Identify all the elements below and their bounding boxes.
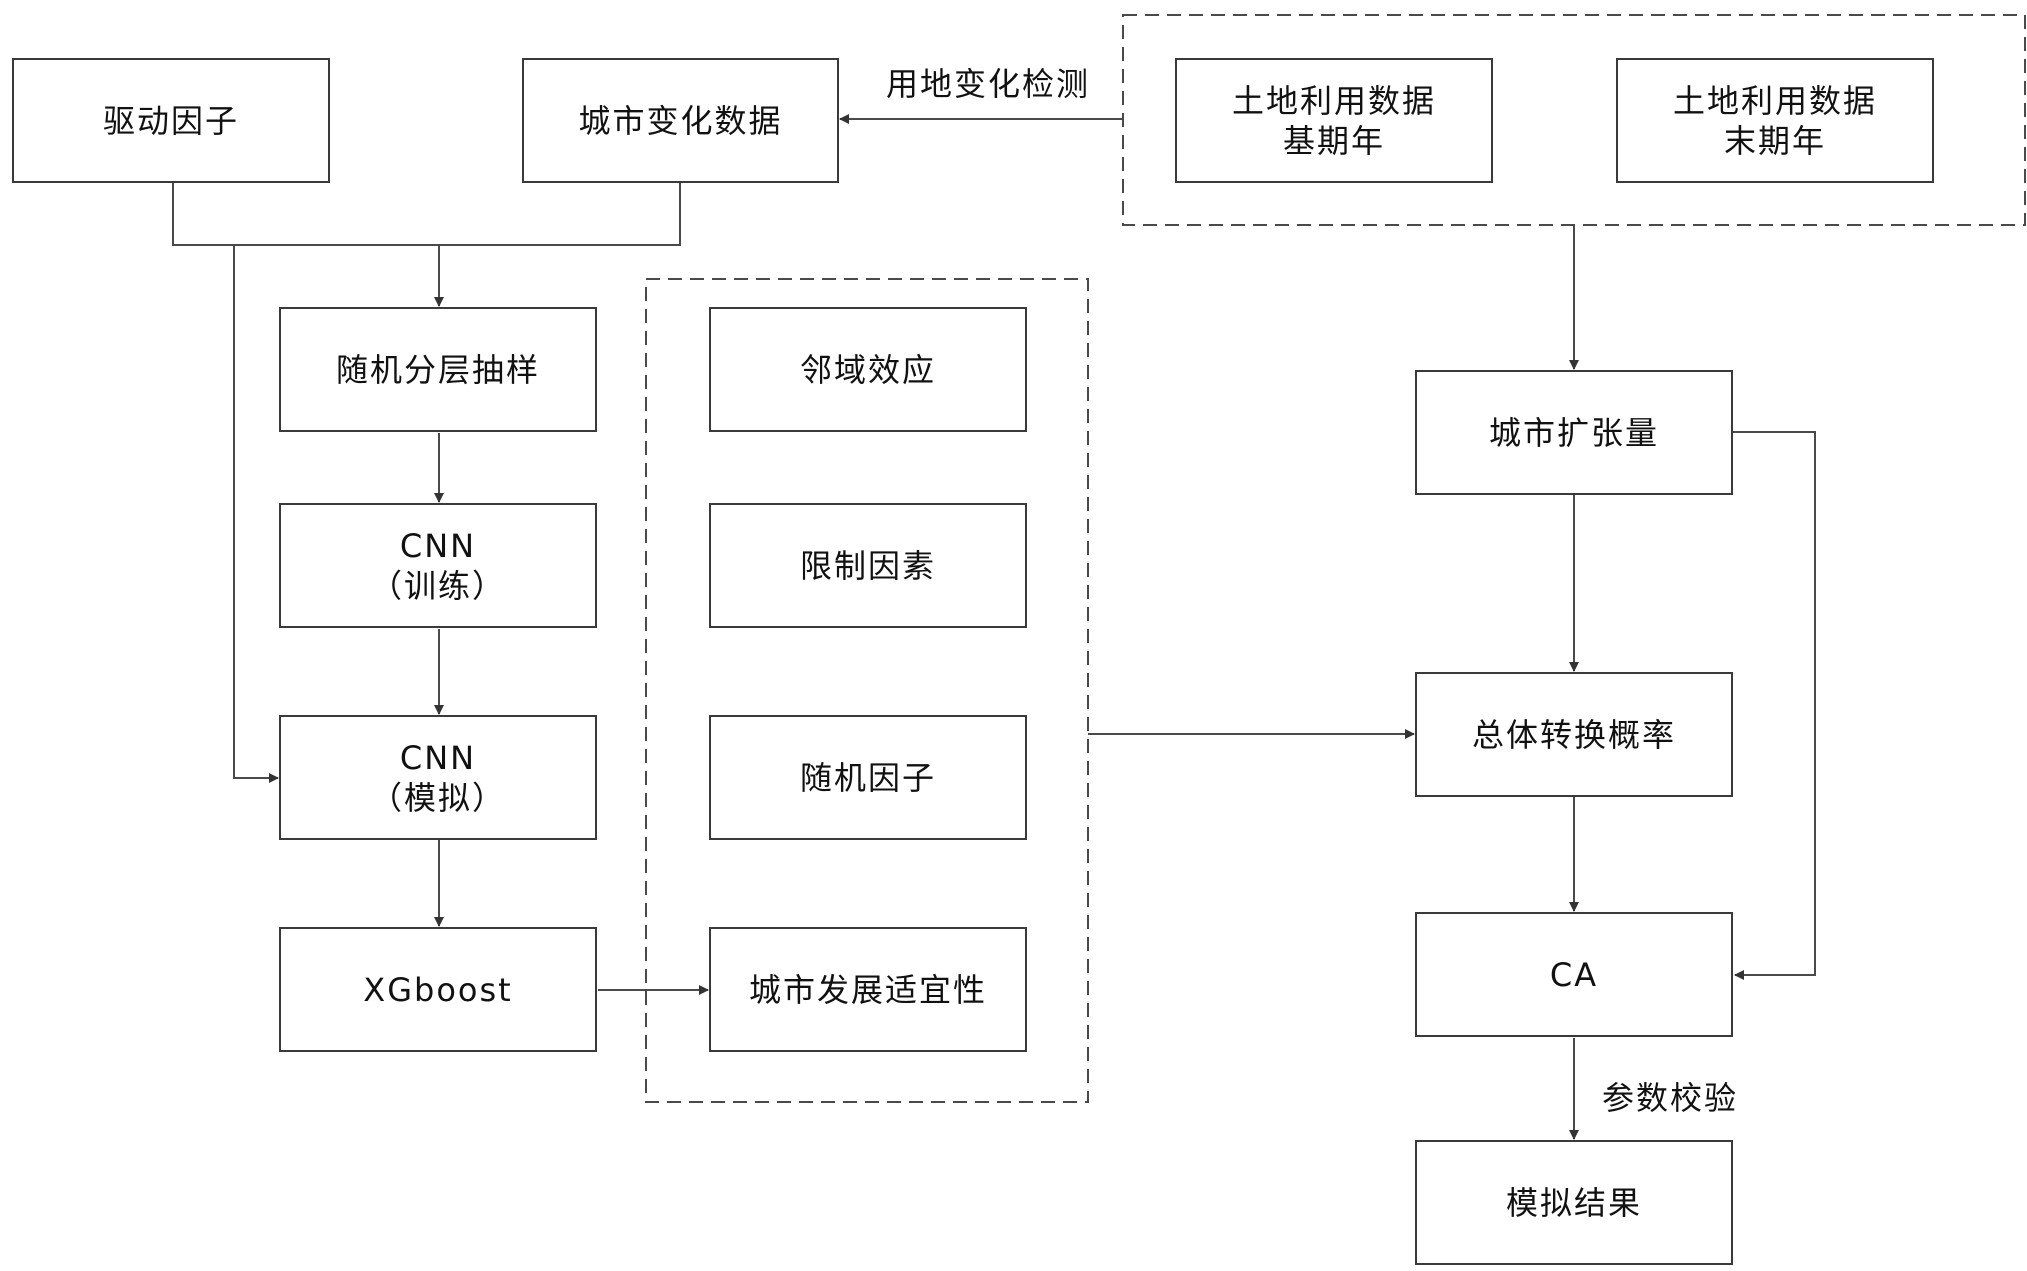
urban-change-data-label: 城市变化数据 — [578, 101, 783, 140]
drive-factor-box: 驱动因子 — [12, 58, 330, 183]
ca-box: CA — [1415, 912, 1733, 1037]
urban-suitability-box: 城市发展适宜性 — [709, 927, 1027, 1052]
land-use-end-line1: 土地利用数据 — [1672, 81, 1877, 120]
xgboost-label: XGboost — [363, 970, 513, 1009]
neighborhood-effect-box: 邻域效应 — [709, 307, 1027, 432]
simulation-result-box: 模拟结果 — [1415, 1140, 1733, 1265]
cnn-simulate-line2: （模拟） — [369, 778, 506, 817]
expansion-to-ca-arrow — [1733, 431, 1816, 980]
probability-factor-group — [645, 278, 1089, 1103]
constraint-factor-label: 限制因素 — [799, 546, 936, 585]
cnn-simulate-box: CNN （模拟） — [279, 715, 597, 840]
constraint-factor-box: 限制因素 — [709, 503, 1027, 628]
urban-expansion-box: 城市扩张量 — [1415, 370, 1733, 495]
total-transition-prob-box: 总体转换概率 — [1415, 672, 1733, 797]
urban-expansion-label: 城市扩张量 — [1488, 413, 1659, 452]
drive-factor-to-cnn-sim-arrow — [233, 245, 279, 783]
random-factor-label: 随机因子 — [799, 758, 936, 797]
urban-change-data-box: 城市变化数据 — [522, 58, 839, 183]
ca-label: CA — [1549, 955, 1599, 994]
cnn-simulate-line1: CNN — [399, 738, 477, 777]
drive-factor-connector — [172, 183, 681, 246]
land-use-end-line2: 末期年 — [1723, 121, 1826, 160]
land-use-end-year-box: 土地利用数据 末期年 — [1616, 58, 1934, 183]
xgboost-box: XGboost — [279, 927, 597, 1052]
cnn-train-line2: （训练） — [369, 566, 506, 605]
random-factor-box: 随机因子 — [709, 715, 1027, 840]
neighborhood-effect-label: 邻域效应 — [799, 350, 936, 389]
simulation-result-label: 模拟结果 — [1505, 1183, 1642, 1222]
stratified-sampling-box: 随机分层抽样 — [279, 307, 597, 432]
parameter-calibration-label: 参数校验 — [1602, 1079, 1739, 1117]
urban-suitability-label: 城市发展适宜性 — [748, 970, 987, 1009]
land-use-change-detection-label: 用地变化检测 — [886, 65, 1091, 103]
land-use-base-line2: 基期年 — [1282, 121, 1385, 160]
stratified-sampling-label: 随机分层抽样 — [335, 350, 540, 389]
total-transition-prob-label: 总体转换概率 — [1471, 715, 1676, 754]
land-use-base-line1: 土地利用数据 — [1231, 81, 1436, 120]
drive-factor-label: 驱动因子 — [102, 101, 239, 140]
cnn-train-line1: CNN — [399, 526, 477, 565]
cnn-train-box: CNN （训练） — [279, 503, 597, 628]
land-use-base-year-box: 土地利用数据 基期年 — [1175, 58, 1493, 183]
